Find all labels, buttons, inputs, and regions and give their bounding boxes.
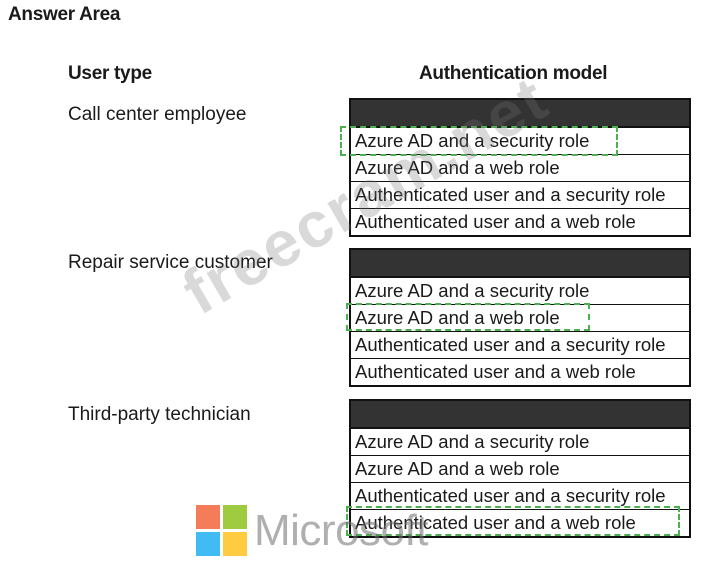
- dropdown-option[interactable]: Authenticated user and a security role: [351, 483, 689, 510]
- dropdown-option[interactable]: Authenticated user and a security role: [351, 182, 689, 209]
- dropdown-option[interactable]: Authenticated user and a web role: [355, 361, 636, 382]
- logo-square-green: [223, 505, 247, 529]
- dropdown-option[interactable]: Azure AD and a web role: [351, 456, 689, 483]
- dropdown-option[interactable]: Authenticated user and a web role: [355, 211, 636, 232]
- dropdown-option[interactable]: Authenticated user and a web role: [355, 512, 636, 533]
- answer-area-title: Answer Area: [8, 4, 121, 25]
- dropdown-option[interactable]: Azure AD and a security role: [351, 278, 689, 305]
- auth-model-dropdown[interactable]: Azure AD and a security role Azure AD an…: [349, 248, 691, 387]
- auth-model-header: Authentication model: [419, 63, 608, 84]
- user-type-label: Third-party technician: [68, 404, 251, 425]
- dropdown-option[interactable]: Azure AD and a security role: [351, 429, 689, 456]
- logo-square-yellow: [223, 532, 247, 556]
- dropdown-option[interactable]: Azure AD and a web role: [351, 305, 689, 332]
- dropdown-header[interactable]: [351, 401, 689, 429]
- dropdown-option[interactable]: Azure AD and a security role: [351, 128, 689, 155]
- microsoft-logo-text: Microsoft: [254, 506, 428, 555]
- auth-model-dropdown[interactable]: Azure AD and a security role Azure AD an…: [349, 399, 691, 538]
- user-type-header: User type: [68, 63, 152, 84]
- auth-model-dropdown[interactable]: Azure AD and a security role Azure AD an…: [349, 98, 691, 237]
- dropdown-header[interactable]: [351, 100, 689, 128]
- user-type-label: Call center employee: [68, 104, 247, 125]
- dropdown-option[interactable]: Authenticated user and a security role: [351, 332, 689, 359]
- logo-square-blue: [196, 532, 220, 556]
- dropdown-option[interactable]: Azure AD and a web role: [351, 155, 689, 182]
- microsoft-logo-icon: [196, 505, 248, 557]
- dropdown-header[interactable]: [351, 250, 689, 278]
- user-type-label: Repair service customer: [68, 252, 273, 273]
- logo-square-red: [196, 505, 220, 529]
